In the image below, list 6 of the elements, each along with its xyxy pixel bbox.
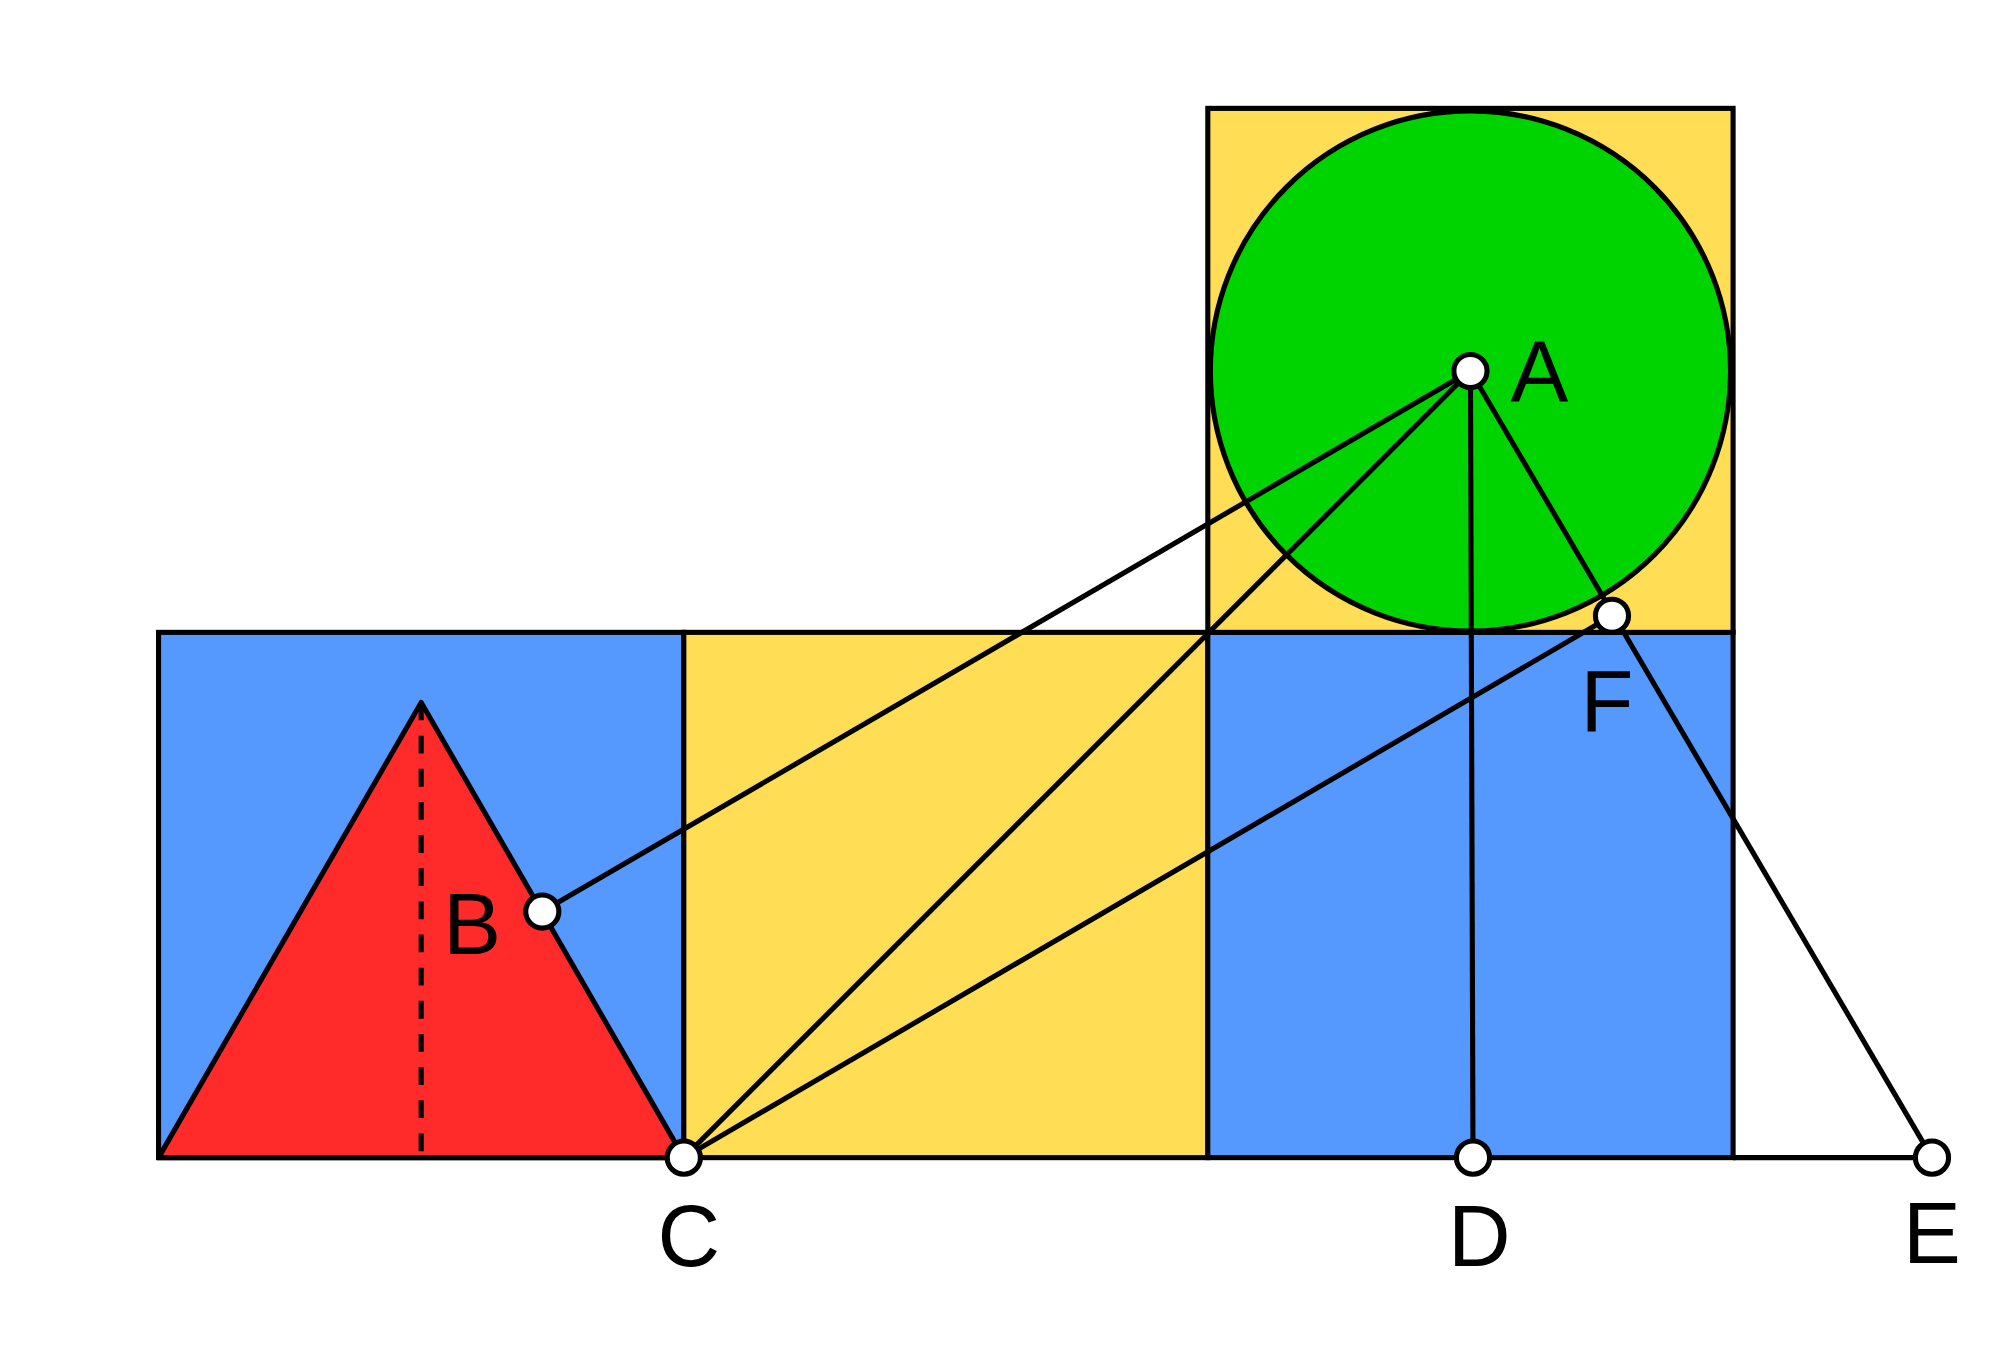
point-label: B (443, 875, 502, 972)
point-label: D (1448, 1188, 1511, 1284)
point-label: F (1580, 652, 1634, 749)
point-label: A (1510, 323, 1569, 420)
point-label: C (657, 1188, 721, 1284)
point-label: E (1903, 1185, 1961, 1282)
